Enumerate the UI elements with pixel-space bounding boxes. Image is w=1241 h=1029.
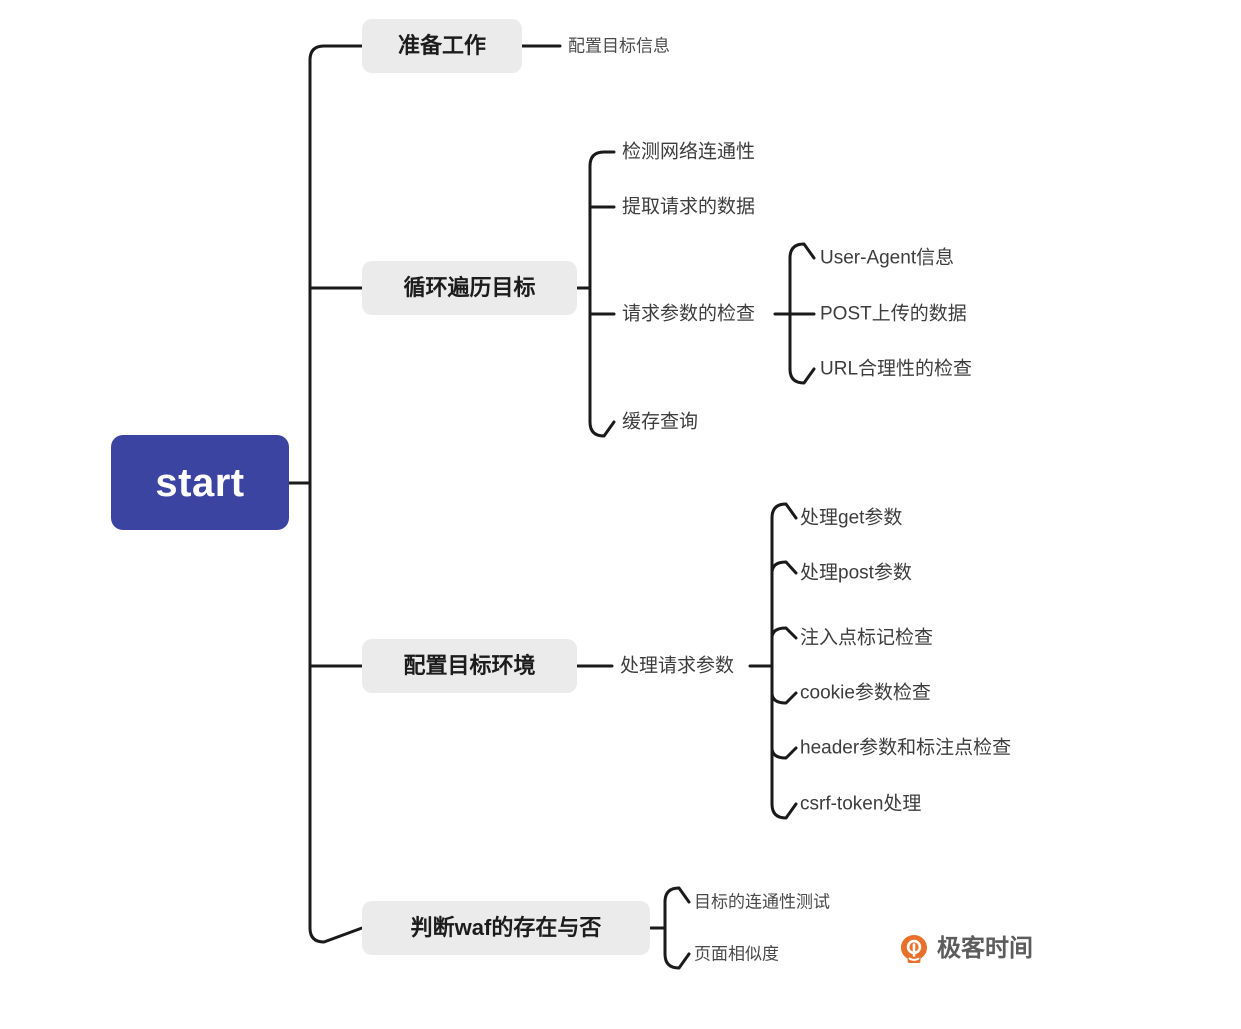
leaf-handle-post-params[interactable]: 处理post参数 bbox=[800, 562, 912, 584]
leaf-configure-target-info[interactable]: 配置目标信息 bbox=[568, 36, 670, 56]
leaf-injection-point-check[interactable]: 注入点标记检查 bbox=[800, 627, 934, 649]
leaf-cookie-param-check[interactable]: cookie参数检查 bbox=[800, 682, 931, 704]
branch-node-configure-env[interactable]: 配置目标环境 bbox=[362, 639, 577, 693]
leaf-csrf-token-handling[interactable]: csrf-token处理 bbox=[800, 793, 922, 815]
root-node-label: start bbox=[155, 460, 245, 505]
leaf-header-param-check[interactable]: header参数和标注点检查 bbox=[800, 737, 1012, 759]
leaf-page-similarity[interactable]: 页面相似度 bbox=[694, 944, 779, 964]
branch-node-label: 配置目标环境 bbox=[403, 653, 536, 678]
root-node-start[interactable]: start bbox=[111, 435, 289, 530]
leaf-target-connectivity-test[interactable]: 目标的连通性测试 bbox=[694, 892, 830, 912]
branch-node-label: 判断waf的存在与否 bbox=[410, 915, 602, 940]
watermark-label: 极客时间 bbox=[937, 935, 1033, 962]
leaf-url-validity-check[interactable]: URL合理性的检查 bbox=[820, 358, 973, 380]
leaf-user-agent-info[interactable]: User-Agent信息 bbox=[820, 247, 955, 269]
leaf-handle-get-params[interactable]: 处理get参数 bbox=[800, 507, 903, 529]
leaf-cache-query[interactable]: 缓存查询 bbox=[622, 411, 699, 433]
watermark: 极客时间 bbox=[898, 933, 1033, 965]
geektime-logo-icon bbox=[898, 933, 930, 965]
branch-node-detect-waf[interactable]: 判断waf的存在与否 bbox=[362, 901, 650, 955]
node-handle-request-params[interactable]: 处理请求参数 bbox=[620, 655, 735, 677]
branch-node-preparation[interactable]: 准备工作 bbox=[362, 19, 522, 73]
node-request-param-check[interactable]: 请求参数的检查 bbox=[622, 303, 756, 325]
leaf-post-upload-data[interactable]: POST上传的数据 bbox=[820, 303, 967, 325]
leaf-network-connectivity-check[interactable]: 检测网络连通性 bbox=[622, 141, 756, 163]
branch-node-loop-targets[interactable]: 循环遍历目标 bbox=[362, 261, 577, 315]
branch-node-label: 循环遍历目标 bbox=[403, 275, 536, 300]
branch-node-label: 准备工作 bbox=[397, 33, 486, 58]
leaf-extract-request-data[interactable]: 提取请求的数据 bbox=[622, 196, 756, 218]
